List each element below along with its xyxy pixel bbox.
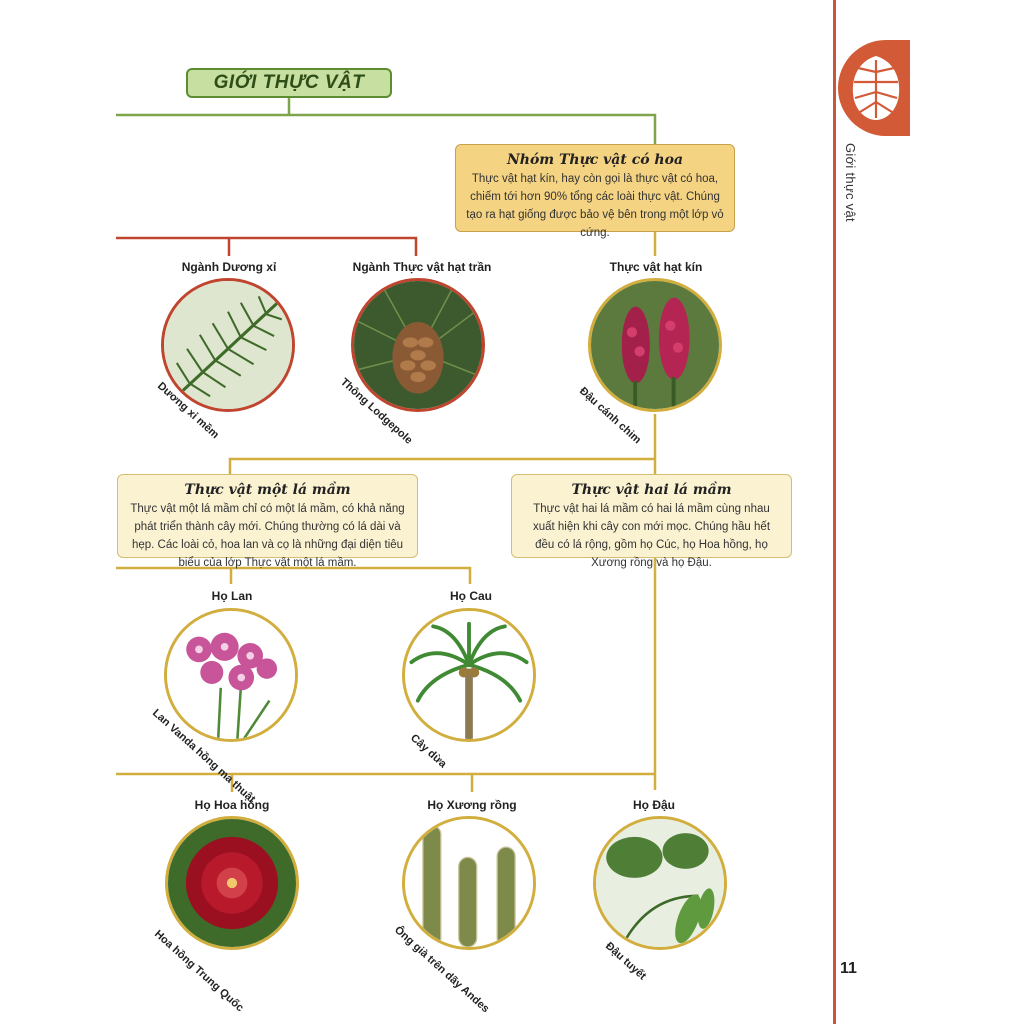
flowering-text: Thực vật hạt kín, hay còn gọi là thực vậ… bbox=[466, 173, 724, 239]
fern-image bbox=[161, 278, 295, 412]
monocot-text: Thực vật một lá mầm chỉ có một lá mầm, c… bbox=[130, 503, 405, 569]
coconut-palm-image bbox=[402, 608, 536, 742]
kingdom-title: GIỚI THỰC VẬT bbox=[186, 68, 392, 98]
family-label-rose: Họ Hoa hồng bbox=[194, 798, 270, 812]
monocot-info-box: Thực vật một lá mầm Thực vật một lá mầm … bbox=[117, 474, 418, 569]
family-label-cactus: Họ Xương rồng bbox=[427, 798, 517, 812]
snowpea-image bbox=[593, 816, 727, 950]
pinecone-image bbox=[351, 278, 485, 412]
sidebar-divider bbox=[833, 0, 836, 1024]
tree-connectors bbox=[116, 98, 657, 792]
flowering-info-box: Nhóm Thực vật có hoa Thực vật hạt kín, h… bbox=[455, 144, 735, 239]
lupin-image bbox=[588, 278, 722, 412]
family-label-legume: Họ Đậu bbox=[633, 798, 675, 812]
page-number: 11 bbox=[840, 960, 857, 977]
monstera-leaf-icon bbox=[846, 52, 906, 124]
rose-image bbox=[165, 816, 299, 950]
flowering-heading: Nhóm Thực vật có hoa bbox=[506, 152, 684, 168]
division-label-angiosperm: Thực vật hạt kín bbox=[609, 260, 703, 274]
family-label-orchid: Họ Lan bbox=[211, 589, 253, 603]
family-label-palm: Họ Cau bbox=[450, 589, 492, 603]
division-label-fern: Ngành Dương xỉ bbox=[181, 260, 277, 274]
dicot-text: Thực vật hai lá mầm có hai lá mầm cùng n… bbox=[532, 503, 771, 569]
dicot-heading: Thực vật hai lá mầm bbox=[571, 482, 732, 498]
cactus-image bbox=[402, 816, 536, 950]
dicot-info-box: Thực vật hai lá mầm Thực vật hai lá mầm … bbox=[511, 474, 792, 569]
orchid-image bbox=[164, 608, 298, 742]
sidebar-chapter-title: Giới thực vật bbox=[843, 143, 858, 222]
monocot-heading: Thực vật một lá mầm bbox=[184, 482, 351, 498]
chapter-badge bbox=[838, 40, 910, 136]
division-label-gymnosperm: Ngành Thực vật hạt trần bbox=[352, 260, 492, 274]
